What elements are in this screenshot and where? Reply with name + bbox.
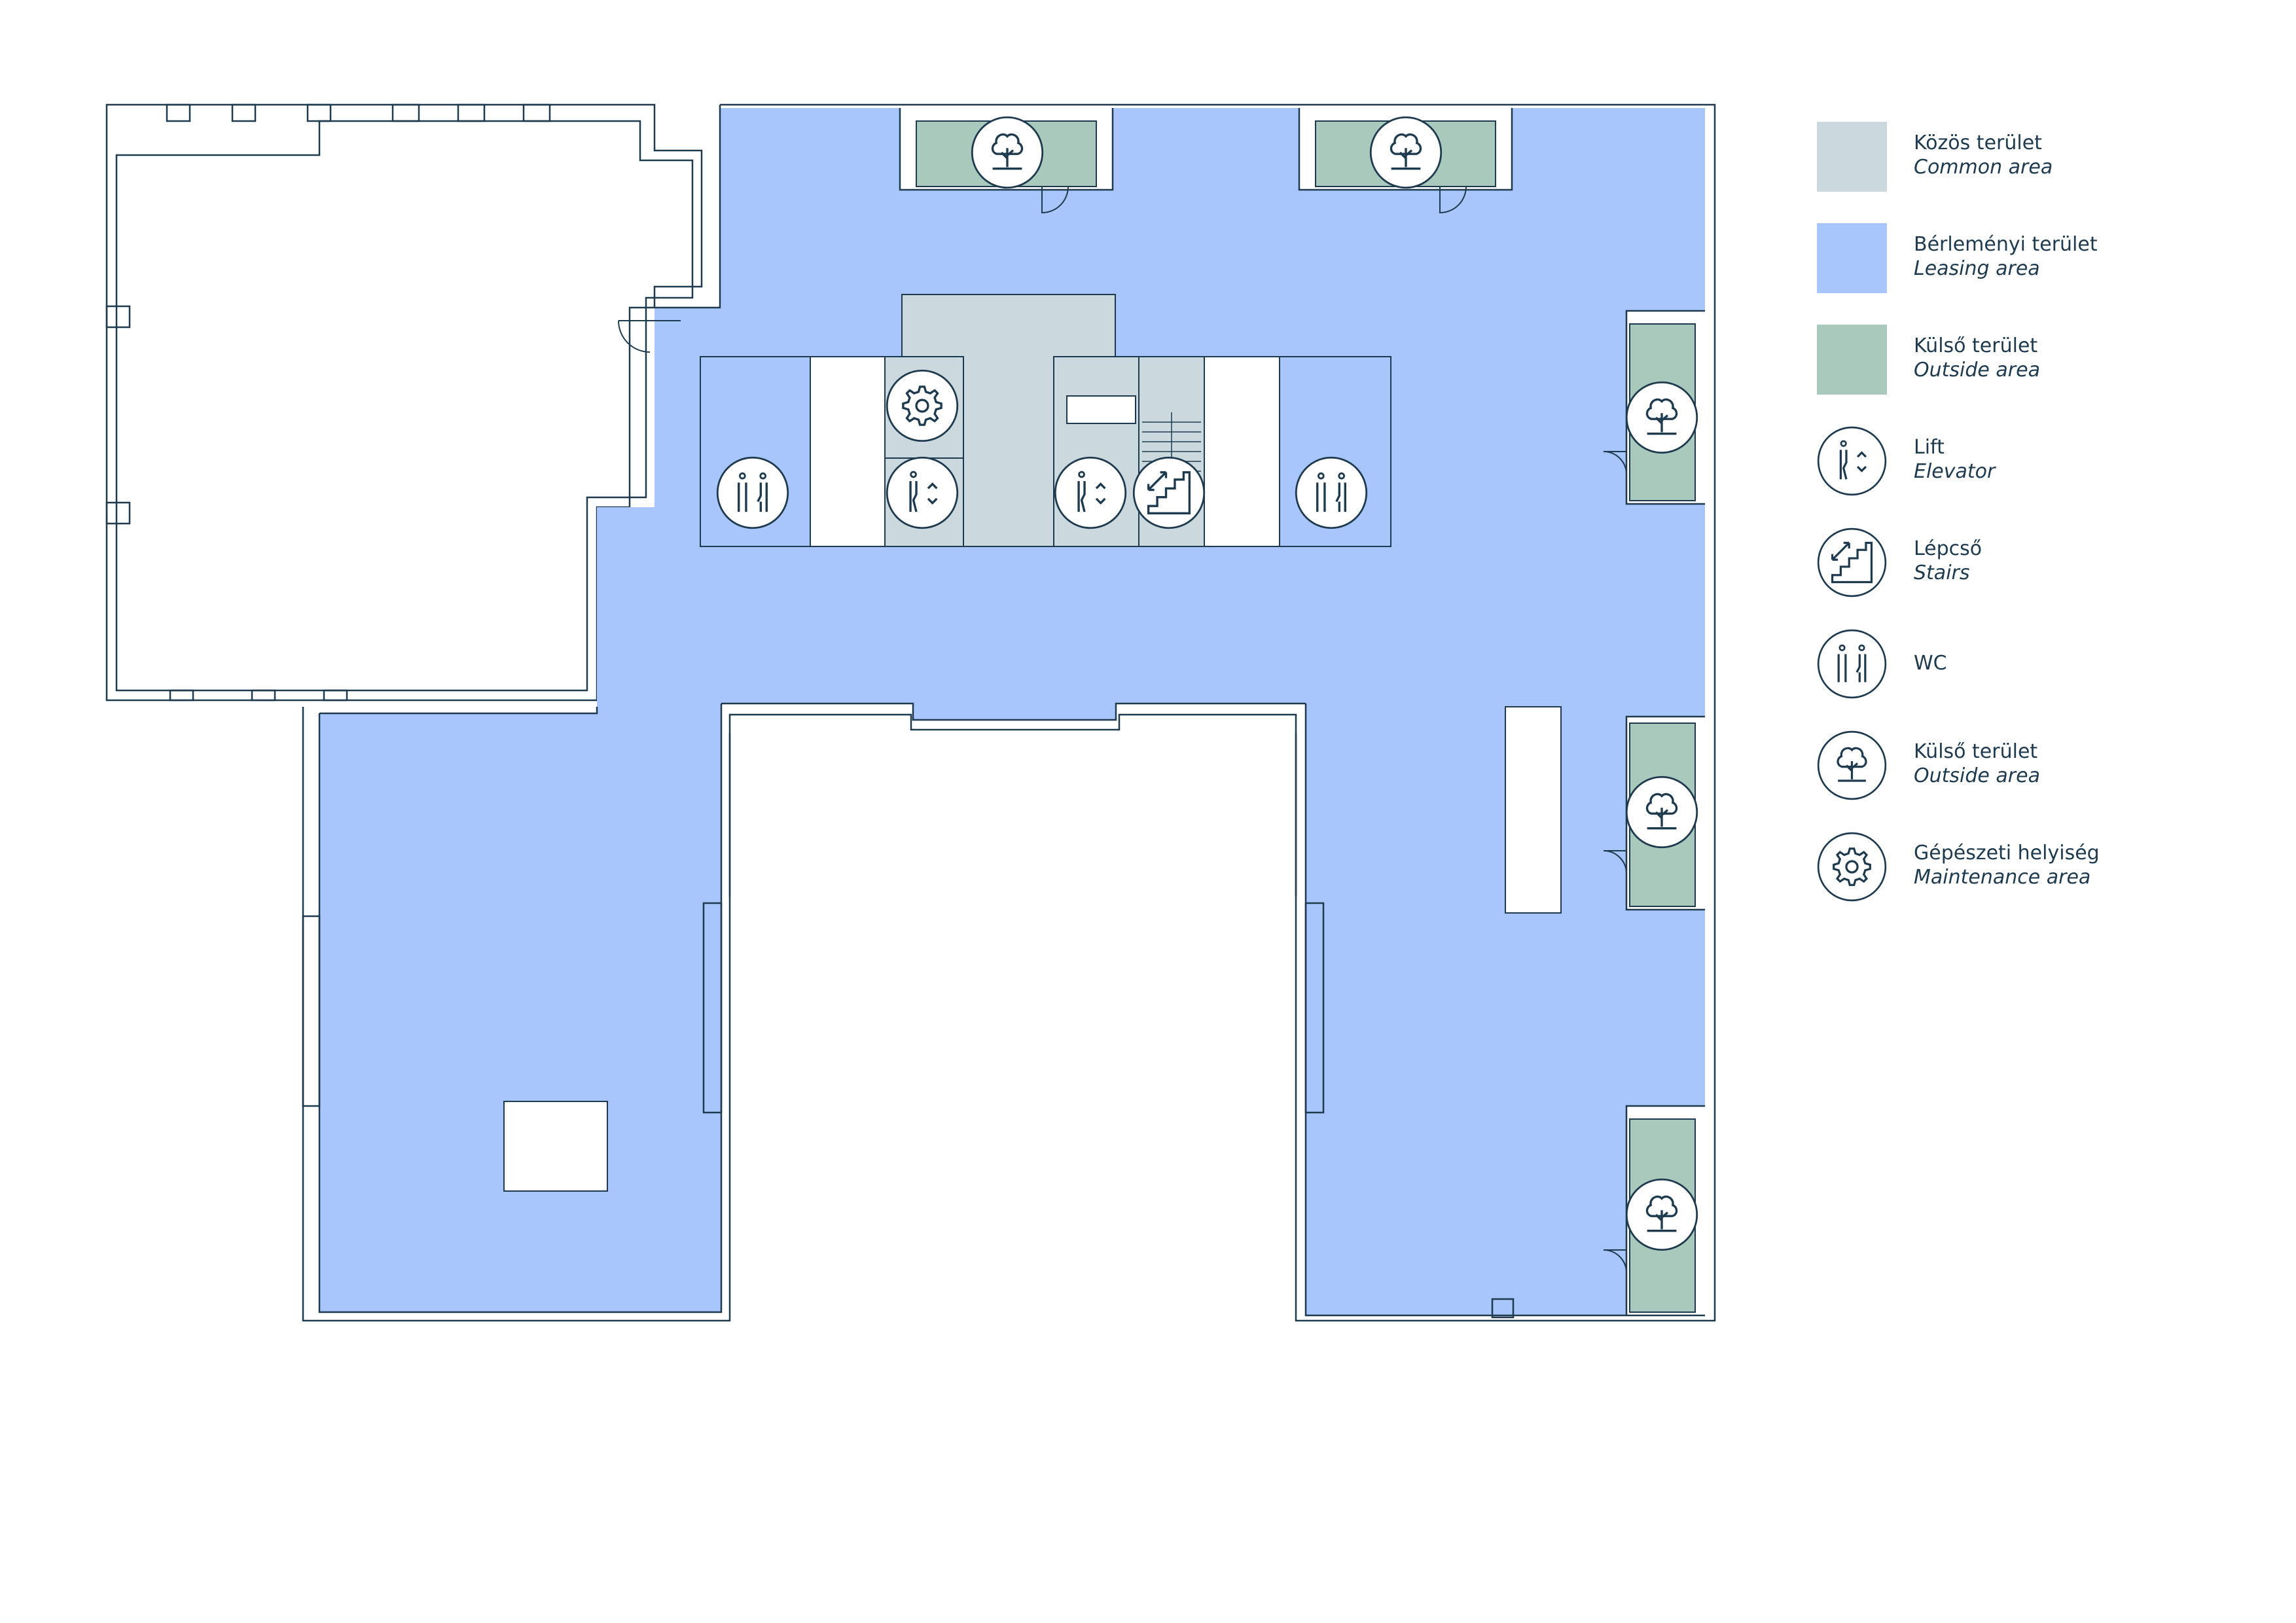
interior-block xyxy=(503,1101,608,1192)
legend-label-hu: Külső terület xyxy=(1914,740,2038,763)
stairs-icon xyxy=(1132,456,1206,529)
legend-label-en: Common area xyxy=(1914,156,2053,179)
legend-swatch-outside xyxy=(1817,325,1887,395)
legend-item-stairs: Lépcső Stairs xyxy=(1817,527,2275,598)
wc-icon xyxy=(1817,629,1887,699)
elevator-icon xyxy=(886,456,959,529)
tree-icon xyxy=(971,116,1044,189)
tree-icon xyxy=(1625,776,1698,849)
wc-icon xyxy=(716,456,789,529)
legend-item-maintenance: Gépészeti helyiség Maintenance area xyxy=(1817,832,2275,902)
tree-icon xyxy=(1625,381,1698,454)
tree-icon xyxy=(1369,116,1443,189)
legend-item-wc: WC xyxy=(1817,629,2275,700)
legend-item-leasing: Bérleményi terület Leasing area xyxy=(1817,223,2275,294)
legend-item-outside: Külső terület Outside area xyxy=(1817,325,2275,395)
legend-item-elevator: Lift Elevator xyxy=(1817,426,2275,497)
legend-label-hu: Külső terület xyxy=(1914,334,2038,357)
legend-label-hu: Gépészeti helyiség xyxy=(1914,842,2100,865)
elevator-icon xyxy=(1054,456,1127,529)
legend-item-outside-icon: Külső terület Outside area xyxy=(1817,730,2275,801)
legend-label-hu: Bérleményi terület xyxy=(1914,233,2098,256)
interior-block xyxy=(1505,706,1562,914)
tree-icon xyxy=(1817,730,1887,800)
legend-label-hu: Lépcső xyxy=(1914,537,1982,560)
legend-label-en: Elevator xyxy=(1914,460,1996,483)
legend-label-en: Leasing area xyxy=(1914,257,2040,280)
legend-label-en: Outside area xyxy=(1914,764,2040,787)
legend-label-en: Stairs xyxy=(1914,562,1970,584)
legend: Közös terület Common area Bérleményi ter… xyxy=(1817,122,2275,933)
legend-label-hu: WC xyxy=(1914,652,1947,675)
elevator-icon xyxy=(1817,426,1887,496)
legend-label-en: Outside area xyxy=(1914,359,2040,382)
legend-label-hu: Lift xyxy=(1914,436,1945,459)
legend-item-common: Közös terület Common area xyxy=(1817,122,2275,192)
legend-label-hu: Közös terület xyxy=(1914,132,2042,154)
stairs-icon xyxy=(1817,527,1887,597)
gear-icon xyxy=(886,369,959,442)
building-walls xyxy=(302,103,1716,1322)
tree-icon xyxy=(1625,1178,1698,1251)
gear-icon xyxy=(1817,832,1887,902)
legend-swatch-common xyxy=(1817,122,1887,192)
legend-label-en: Maintenance area xyxy=(1914,866,2091,889)
doors xyxy=(618,186,1627,1274)
legend-swatch-leasing xyxy=(1817,223,1887,293)
wc-icon xyxy=(1295,456,1368,529)
